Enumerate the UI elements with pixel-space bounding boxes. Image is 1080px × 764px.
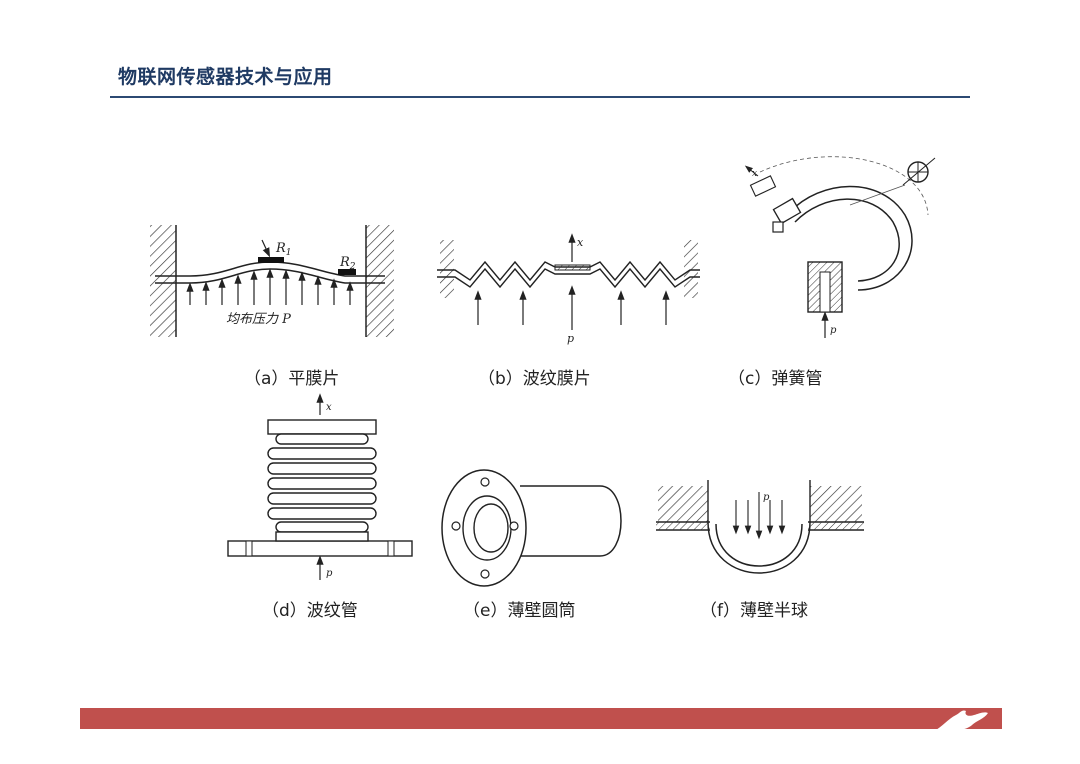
footer-bar [80,708,1002,729]
brand-logo-icon [934,710,988,732]
label-r1: R1 [275,241,292,258]
caption-c: （c）弹簧管 [728,369,823,389]
figure-a-flat-diaphragm: R1 R2 均布压力 P [150,225,394,337]
label-p: p [326,568,333,579]
caption-b: （b）波纹膜片 [478,369,591,389]
label-p: p [763,492,770,503]
label-uniform-pressure: 均布压力 P [226,312,291,327]
caption-d: （d）波纹管 [262,601,358,621]
header-divider [110,96,970,98]
figure-b-corrugated-diaphragm: x p [437,233,700,345]
label-r2: R2 [339,255,356,272]
page-title: 物联网传感器技术与应用 [118,66,333,88]
figure-f-thin-wall-hemisphere: p [656,480,864,574]
caption-f: （f）薄壁半球 [700,601,808,621]
caption-e: （e）薄壁圆筒 [463,601,576,621]
label-x: x [326,402,332,413]
figure-d-bellows: x p [227,393,413,580]
label-x: x [577,236,584,249]
label-p: p [567,332,574,345]
caption-a: （a）平膜片 [244,369,340,389]
label-p: p [830,325,837,336]
figure-c-bourdon-tube: x p [744,156,936,338]
figure-e-thin-wall-cylinder [441,469,622,587]
label-x: x [752,169,757,179]
